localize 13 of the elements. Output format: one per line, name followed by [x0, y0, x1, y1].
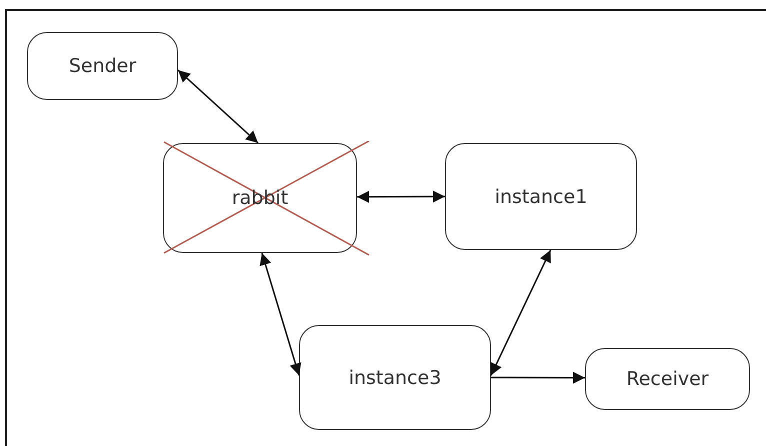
arrow: [260, 252, 302, 376]
node-label: instance1: [494, 186, 588, 208]
rounded-box: [27, 32, 178, 100]
arrow: [178, 70, 259, 144]
rounded-box: [299, 325, 491, 430]
node-label: Receiver: [626, 368, 709, 390]
arrow: [491, 372, 585, 384]
arrow: [490, 250, 552, 376]
node-label: instance3: [348, 366, 442, 388]
node-label: Sender: [68, 55, 136, 77]
arrow: [357, 190, 445, 203]
rounded-box: [445, 143, 637, 250]
rounded-box: [585, 348, 750, 410]
